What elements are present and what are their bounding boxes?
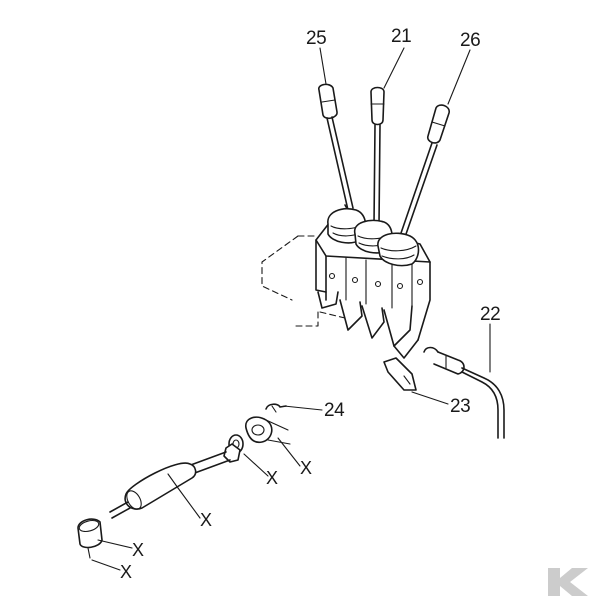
label-part-21: 21 [391, 26, 411, 47]
cable-assembly-x [77, 416, 291, 559]
label-x-washer: X [300, 458, 312, 478]
label-x-nut: X [266, 468, 278, 488]
control-lever-26 [399, 104, 450, 238]
leader-lines [91, 47, 491, 571]
control-lever-21 [370, 86, 385, 226]
lever-boots [327, 208, 420, 267]
label-part-25: 25 [306, 28, 326, 49]
control-lever-25 [318, 83, 355, 213]
label-part-26: 26 [460, 30, 480, 51]
clip-24 [265, 403, 287, 413]
label-x-cap: X [132, 540, 144, 560]
brand-watermark [548, 568, 588, 596]
label-x-pin: X [120, 562, 132, 582]
label-x-sleeve: X [200, 510, 212, 530]
cable-22 [423, 346, 505, 439]
label-part-22: 22 [480, 304, 500, 325]
label-part-24: 24 [324, 400, 345, 421]
label-part-23: 23 [450, 396, 470, 417]
bracket-23 [383, 357, 417, 391]
